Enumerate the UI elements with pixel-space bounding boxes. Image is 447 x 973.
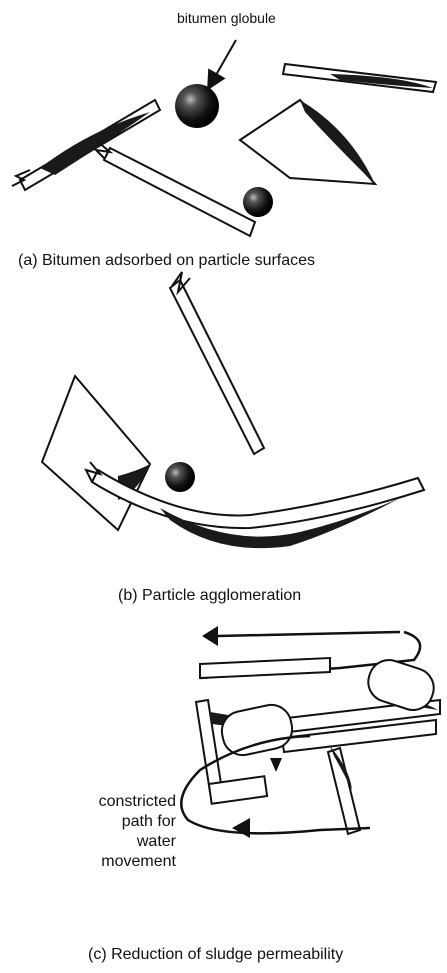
flow-arrowhead-bottom <box>232 818 250 838</box>
caption-panel-b: (b) Particle agglomeration <box>118 587 301 605</box>
constricted-path-note: constricted path for water movement <box>30 792 176 872</box>
caption-panel-a: (a) Bitumen adsorbed on particle surface… <box>18 252 315 270</box>
panel-a-drawing <box>12 40 436 236</box>
globule-pointer-arrow <box>212 40 236 82</box>
panel-c-drawing <box>181 626 440 838</box>
bitumen-globule-b <box>165 462 195 492</box>
bitumen-globule-large <box>175 84 219 128</box>
particle-diamond-b <box>42 376 150 530</box>
particle-diamond <box>240 100 375 184</box>
note-line-4: movement <box>30 852 176 872</box>
caption-panel-c: (c) Reduction of sludge permeability <box>88 946 343 964</box>
note-line-2: path for <box>30 812 176 832</box>
flow-arrowhead-top <box>202 626 218 646</box>
bitumen-globule-small <box>243 187 273 217</box>
particle-slab-top-right <box>283 64 436 92</box>
particle-slab-diagonal <box>170 272 264 454</box>
particle-slab-lower <box>96 142 255 236</box>
note-line-1: constricted <box>30 792 176 812</box>
note-line-3: water <box>30 832 176 852</box>
flow-arrowhead-mid <box>270 758 282 772</box>
globule-label: bitumen globule <box>177 10 276 26</box>
panel-b-drawing <box>42 272 424 548</box>
